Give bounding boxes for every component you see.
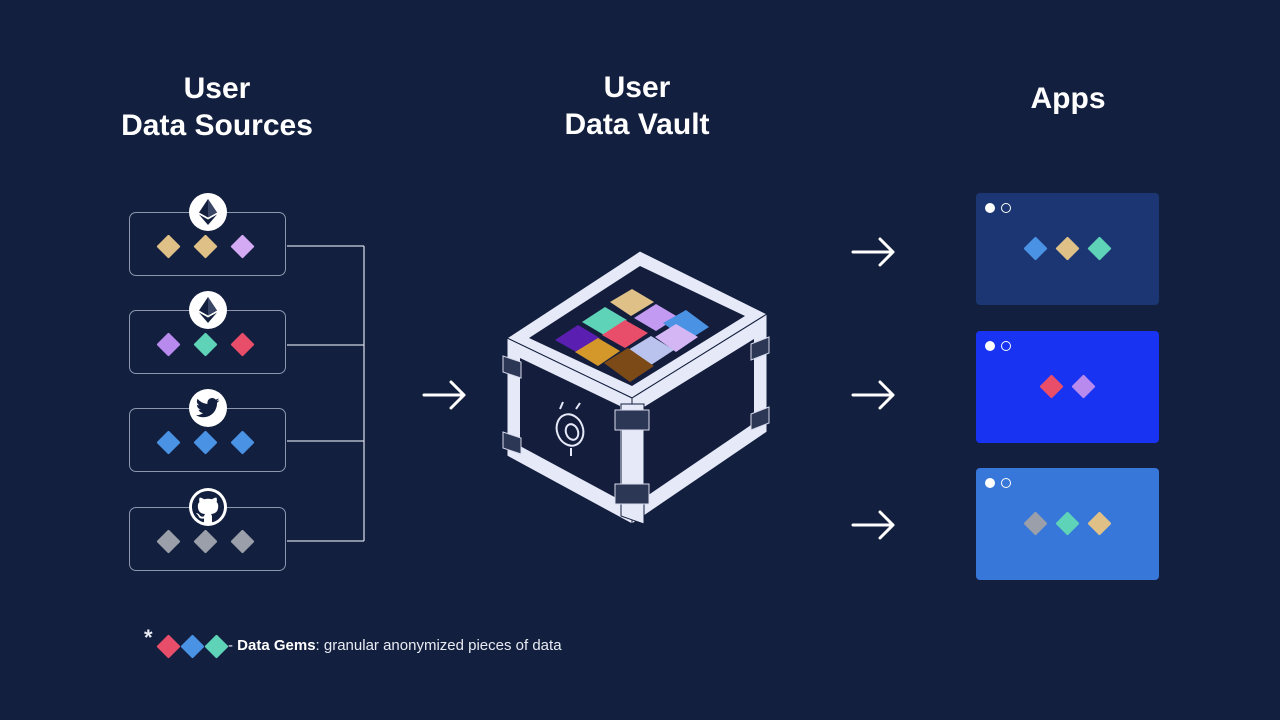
window-controls xyxy=(985,341,1011,351)
gem-row xyxy=(130,234,285,260)
source-card-ethereum-2 xyxy=(129,291,286,374)
twitter-icon xyxy=(189,389,227,427)
blue-data-gem xyxy=(193,430,218,455)
window-dot-filled xyxy=(985,478,995,488)
blue-data-gem xyxy=(156,430,181,455)
app-window-3 xyxy=(976,468,1159,580)
gold-data-gem xyxy=(1055,236,1080,261)
app-gem-row xyxy=(976,236,1159,262)
ethereum-icon xyxy=(189,193,227,231)
teal-data-gem xyxy=(193,332,218,357)
gray-data-gem xyxy=(1023,511,1048,536)
footnote-definition: : granular anonymized pieces of data xyxy=(315,637,562,654)
data-vault-box xyxy=(502,250,770,525)
window-dot-empty xyxy=(1001,203,1011,213)
gold-data-gem xyxy=(1087,511,1112,536)
blue-data-gem xyxy=(180,634,205,659)
arrow-right-icon xyxy=(851,380,895,410)
sources-column-title: User Data Sources xyxy=(97,70,337,144)
gray-data-gem xyxy=(156,529,181,554)
vault-title-line1: User xyxy=(603,71,671,104)
window-controls xyxy=(985,478,1011,488)
gold-data-gem xyxy=(193,234,218,259)
arrow-right-icon xyxy=(851,510,895,540)
window-controls xyxy=(985,203,1011,213)
purple-data-gem xyxy=(156,332,181,357)
gem-row xyxy=(130,430,285,456)
vault-logo-icon xyxy=(555,401,585,456)
apps-title: Apps xyxy=(1030,82,1106,115)
footnote-term: Data Gems xyxy=(237,637,316,654)
github-icon xyxy=(189,488,227,526)
blue-data-gem xyxy=(1023,236,1048,261)
lilac-data-gem xyxy=(230,234,255,259)
footnote-asterisk: * xyxy=(144,625,153,650)
gold-data-gem xyxy=(156,234,181,259)
source-card-twitter xyxy=(129,389,286,472)
gray-data-gem xyxy=(193,529,218,554)
app-gem-row xyxy=(976,511,1159,537)
sources-title-line2: Data Sources xyxy=(121,109,313,142)
purple-data-gem xyxy=(1071,374,1096,399)
red-data-gem xyxy=(1039,374,1064,399)
vault-title-line2: Data Vault xyxy=(564,108,710,141)
window-dot-empty xyxy=(1001,478,1011,488)
footnote-text: - Data Gems: granular anonymized pieces … xyxy=(228,637,562,654)
app-gem-row xyxy=(976,374,1159,400)
app-window-2 xyxy=(976,331,1159,443)
arrow-right-icon xyxy=(851,237,895,267)
gray-data-gem xyxy=(230,529,255,554)
red-data-gem xyxy=(230,332,255,357)
gem-row xyxy=(130,529,285,555)
teal-data-gem xyxy=(1055,511,1080,536)
teal-data-gem xyxy=(1087,236,1112,261)
ethereum-icon xyxy=(189,291,227,329)
sources-title-line1: User xyxy=(183,72,251,105)
apps-column-title: Apps xyxy=(948,80,1188,117)
teal-data-gem xyxy=(204,634,229,659)
red-data-gem xyxy=(156,634,181,659)
window-dot-filled xyxy=(985,203,995,213)
source-card-ethereum-1 xyxy=(129,193,286,276)
gem-row xyxy=(130,332,285,358)
blue-data-gem xyxy=(230,430,255,455)
source-card-github xyxy=(129,488,286,571)
window-dot-empty xyxy=(1001,341,1011,351)
footnote-dash: - xyxy=(228,637,233,654)
vault-column-title: User Data Vault xyxy=(517,69,757,143)
vault-gem-pile xyxy=(555,289,709,382)
app-window-1 xyxy=(976,193,1159,305)
arrow-right-icon xyxy=(422,380,466,410)
window-dot-filled xyxy=(985,341,995,351)
